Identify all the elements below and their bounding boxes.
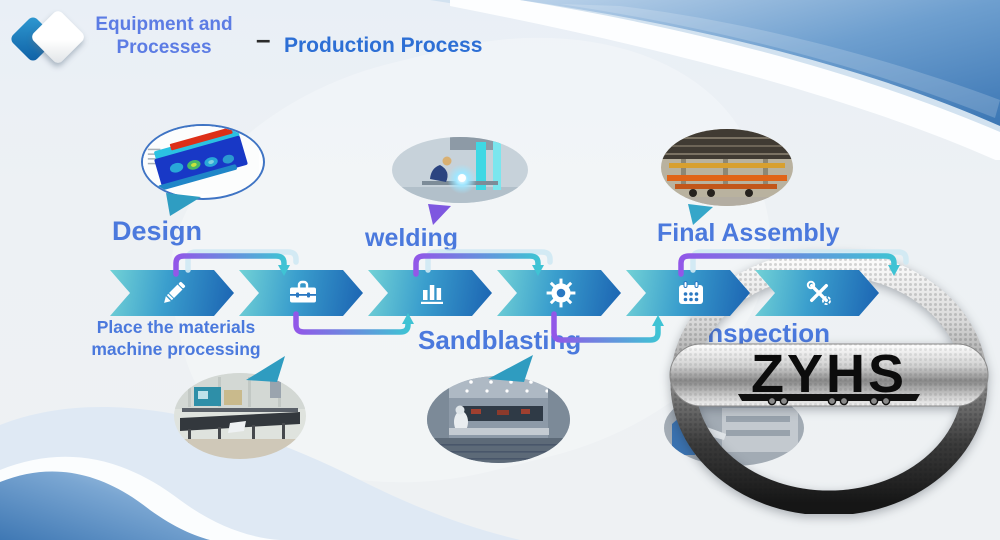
chevron-materials [239, 270, 363, 316]
chevron-welding [368, 270, 492, 316]
top-right-wave-decoration [430, 0, 1000, 160]
tools-icon [807, 280, 832, 305]
bar-chart-icon [421, 285, 444, 304]
category-label: Equipment and Processes [66, 13, 262, 59]
final-assembly-thumbnail [661, 129, 793, 206]
page-title: Production Process [284, 34, 483, 57]
welding-thumbnail [392, 137, 528, 203]
chevron-sandblasting [497, 270, 621, 316]
design-label: Design [112, 216, 203, 246]
pencil-icon [164, 281, 186, 303]
sandblasting-room-image [427, 376, 570, 463]
chevron-inspection [755, 270, 879, 316]
logo-banner-texture [670, 344, 988, 406]
materials-label: Place the materials machine processing [70, 316, 282, 360]
fea-simulation-image [143, 126, 259, 194]
sandblasting-thumbnail [427, 376, 570, 463]
category-line1: Equipment and [95, 14, 233, 35]
calendar-icon [679, 281, 704, 304]
assembly-hall-image [661, 129, 793, 206]
chevron-design [110, 270, 234, 316]
machining-workshop-image [174, 373, 306, 459]
design-thumbnail [141, 124, 265, 200]
materials-label-line2: machine processing [91, 339, 261, 359]
inspection-label: Inspection [700, 318, 831, 348]
final-assembly-label: Final Assembly [657, 219, 840, 247]
gear-icon [547, 278, 576, 308]
chevron-final-assembly [626, 270, 750, 316]
toolbox-icon [290, 280, 317, 303]
header-separator: – [256, 24, 271, 54]
welding-workshop-image [392, 137, 528, 203]
sandblasting-label: Sandblasting [418, 325, 582, 355]
bottom-left-wave-decoration [0, 407, 520, 540]
machining-thumbnail [174, 373, 306, 459]
welding-label: welding [365, 224, 459, 252]
logo-chassis-wheels [767, 396, 891, 406]
process-flow-band [110, 270, 879, 316]
materials-label-line1: Place the materials [96, 317, 256, 337]
category-line2: Processes [116, 37, 212, 58]
